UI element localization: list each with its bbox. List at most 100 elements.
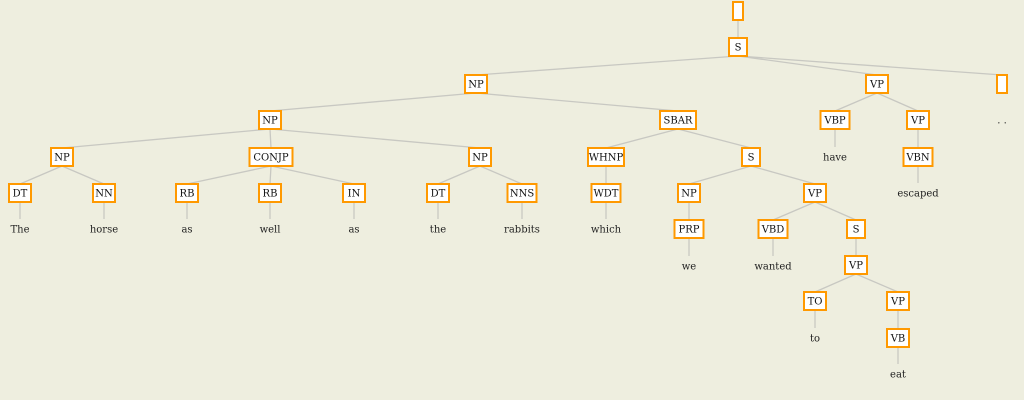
node-vp3[interactable]: VP [844, 255, 868, 275]
node-label: NP [54, 153, 70, 164]
node-label: IN [348, 189, 361, 200]
node-box [258, 110, 282, 130]
word-dt1: The [10, 225, 29, 236]
node-root[interactable] [732, 1, 744, 21]
edge-S2-NP5 [688, 165, 752, 185]
node-label: WDT [594, 189, 619, 200]
node-np4[interactable]: NP [468, 147, 492, 167]
node-nns1[interactable]: NNS [506, 183, 538, 203]
word-vbn: escaped [897, 189, 939, 200]
node-box [587, 147, 625, 167]
node-s2[interactable]: S [741, 147, 761, 167]
edge-VP2-S3 [814, 201, 857, 221]
node-box [590, 183, 622, 203]
node-box [659, 110, 697, 130]
node-box [175, 183, 199, 203]
node-np5[interactable]: NP [677, 183, 701, 203]
node-sbar[interactable]: SBAR [659, 110, 697, 130]
edge-VP2-VBD [772, 201, 816, 221]
node-box [468, 147, 492, 167]
node-vbn[interactable]: VBN [902, 147, 934, 167]
word-prp: we [682, 262, 697, 273]
edge-NP2-NP3 [61, 128, 271, 149]
node-box [258, 183, 282, 203]
node-vbp[interactable]: VBP [819, 110, 851, 130]
node-np2[interactable]: NP [258, 110, 282, 130]
node-label: DT [13, 189, 28, 200]
node-label: PRP [679, 225, 700, 236]
node-box [506, 183, 538, 203]
node-box [50, 147, 74, 167]
word-to: to [810, 334, 820, 345]
node-rb2[interactable]: RB [258, 183, 282, 203]
node-box [732, 1, 744, 21]
edge-S2-VP2 [750, 165, 816, 185]
edge-S1-VP1 [737, 55, 878, 76]
node-box [819, 110, 851, 130]
edge-VP3-TO [814, 273, 857, 293]
node-vp1[interactable]: VP [865, 74, 889, 94]
node-dt1[interactable]: DT [8, 183, 32, 203]
word-in1: as [348, 225, 359, 236]
node-label: VP [807, 189, 822, 200]
edge-S1-PUNC [737, 55, 1003, 76]
node-label: S [748, 153, 755, 164]
edge-VP1-VP5 [876, 92, 919, 112]
word-nn1: horse [90, 225, 118, 236]
node-punc[interactable] [996, 74, 1008, 94]
node-label: RB [180, 189, 195, 200]
node-box [906, 110, 930, 130]
node-label: DT [431, 189, 446, 200]
node-label: VBP [823, 116, 846, 127]
word-vb: eat [890, 370, 906, 381]
node-nn1[interactable]: NN [92, 183, 116, 203]
node-label: VP [910, 116, 925, 127]
node-wdt[interactable]: WDT [590, 183, 622, 203]
node-to[interactable]: TO [803, 291, 827, 311]
edge-S1-NP1 [475, 55, 739, 76]
node-prp[interactable]: PRP [673, 219, 705, 239]
node-in1[interactable]: IN [342, 183, 366, 203]
node-label: NP [472, 153, 488, 164]
node-box [757, 219, 789, 239]
edge-SBAR-S2 [677, 128, 752, 149]
node-s3[interactable]: S [846, 219, 866, 239]
node-s1[interactable]: S [728, 37, 748, 57]
node-label: CONJP [253, 153, 289, 164]
node-vp5[interactable]: VP [906, 110, 930, 130]
node-box [92, 183, 116, 203]
node-conjp[interactable]: CONJP [248, 147, 294, 167]
edge-NP2-NP4 [269, 128, 481, 149]
node-label: NP [681, 189, 697, 200]
node-vb[interactable]: VB [886, 328, 910, 348]
edge-SBAR-WHNP [605, 128, 679, 149]
node-np1[interactable]: NP [464, 74, 488, 94]
node-label: NP [262, 116, 278, 127]
node-dt2[interactable]: DT [426, 183, 450, 203]
node-vbd[interactable]: VBD [757, 219, 789, 239]
node-whnp[interactable]: WHNP [587, 147, 625, 167]
node-box [741, 147, 761, 167]
word-wdt: which [591, 225, 622, 236]
node-label: NP [468, 80, 484, 91]
edge-NP2-CONJP [269, 128, 272, 149]
tree-edges [19, 20, 1003, 364]
word-rb2: well [260, 225, 281, 236]
node-label: VB [890, 334, 906, 345]
node-label: VBN [905, 153, 930, 164]
node-vp4[interactable]: VP [886, 291, 910, 311]
node-box [846, 219, 866, 239]
node-np3[interactable]: NP [50, 147, 74, 167]
node-vp2[interactable]: VP [803, 183, 827, 203]
node-box [996, 74, 1008, 94]
node-box [886, 291, 910, 311]
edge-VP3-VP4 [855, 273, 899, 293]
word-dt2: the [430, 225, 446, 236]
node-label: NNS [510, 189, 535, 200]
word-nns1: rabbits [504, 225, 540, 236]
node-box [248, 147, 294, 167]
node-label: TO [808, 297, 823, 308]
node-rb1[interactable]: RB [175, 183, 199, 203]
